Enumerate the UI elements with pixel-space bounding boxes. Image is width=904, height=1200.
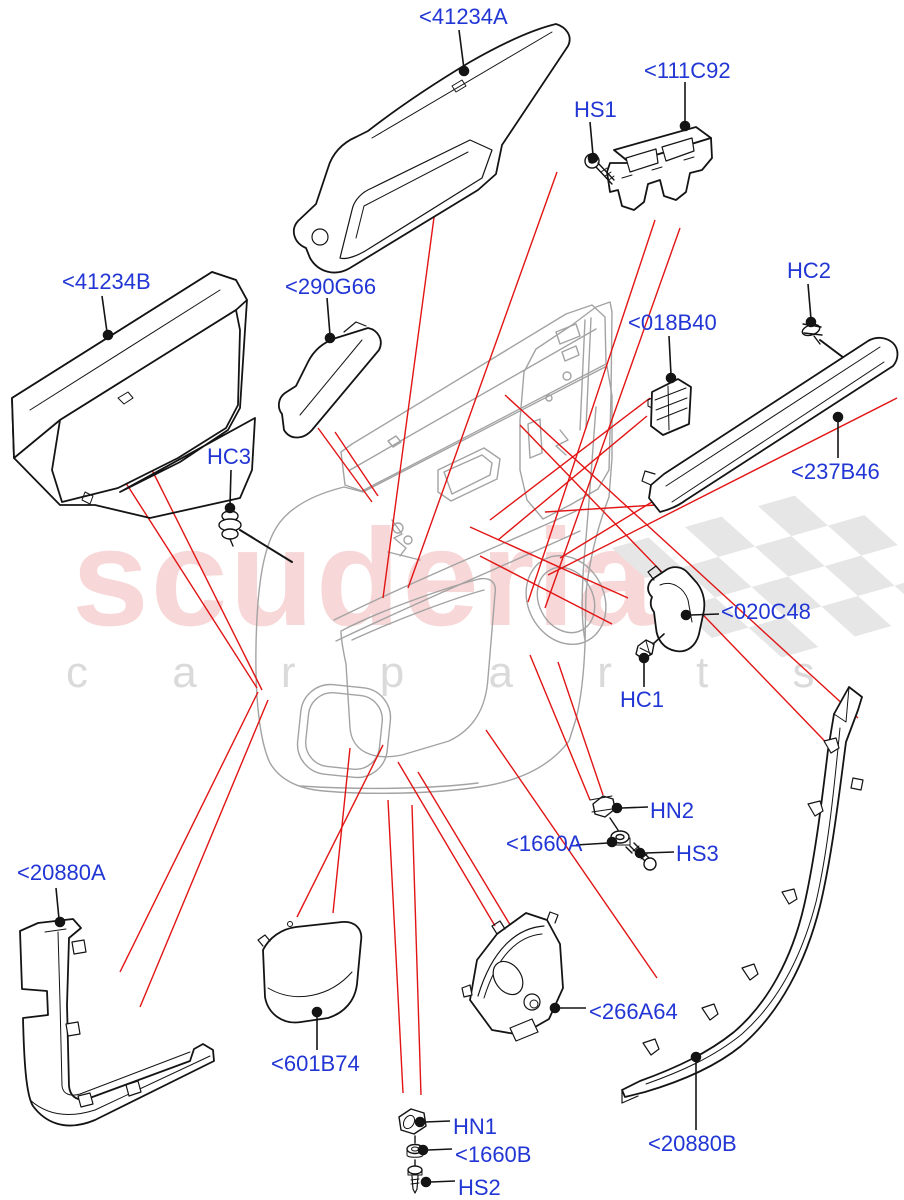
part-label-HS2[interactable]: HS2 [458,1175,501,1200]
label-leader-lines [54,29,844,1188]
part-drawing-266A64 [461,911,564,1042]
part-drawing-HC1-clip [635,633,665,660]
part-drawing-20880A [19,918,215,1127]
part-label-HS3[interactable]: HS3 [676,841,719,866]
part-label-111C92[interactable]: <111C92 [644,58,731,83]
part-drawing-HC3-clip [218,510,293,563]
part-label-1660A[interactable]: <1660A [506,831,583,856]
part-label-HC2[interactable]: HC2 [787,258,832,283]
part-drawing-018B40 [647,378,692,436]
part-drawing-41234B [11,271,256,519]
part-label-237B46[interactable]: <237B46 [791,459,880,484]
part-label-20880A[interactable]: <20880A [17,860,106,885]
part-label-290G66[interactable]: <290G66 [285,274,377,299]
watermark-brand: scuderia [72,501,656,655]
door-trim-panel-drawing [255,301,613,795]
part-drawing-111C92 [606,126,713,211]
part-drawing-290G66 [278,321,382,439]
part-label-HS1[interactable]: HS1 [574,97,617,122]
part-label-HC1[interactable]: HC1 [620,687,665,712]
part-label-41234A[interactable]: <41234A [419,4,508,29]
part-label-018B40[interactable]: <018B40 [628,310,717,335]
part-label-41234B[interactable]: <41234B [62,269,151,294]
part-label-601B74[interactable]: <601B74 [271,1051,360,1076]
part-label-HC3[interactable]: HC3 [207,444,252,469]
part-drawing-41234A [292,23,571,274]
part-label-HN1[interactable]: HN1 [453,1114,498,1139]
red-leader-lines [107,171,899,1096]
part-label-20880B[interactable]: <20880B [648,1131,737,1156]
part-drawing-601B74 [257,921,363,1024]
part-drawing-20880B [621,686,864,1104]
watermark-tagline: c a r p a r t s [66,648,851,697]
part-label-1660B[interactable]: <1660B [455,1142,532,1167]
part-label-266A64[interactable]: <266A64 [589,999,678,1024]
part-label-020C48[interactable]: <020C48 [721,599,811,624]
part-label-HN2[interactable]: HN2 [650,798,695,823]
part-drawing-237B46 [641,336,899,513]
part-drawing-020C48 [647,565,706,653]
